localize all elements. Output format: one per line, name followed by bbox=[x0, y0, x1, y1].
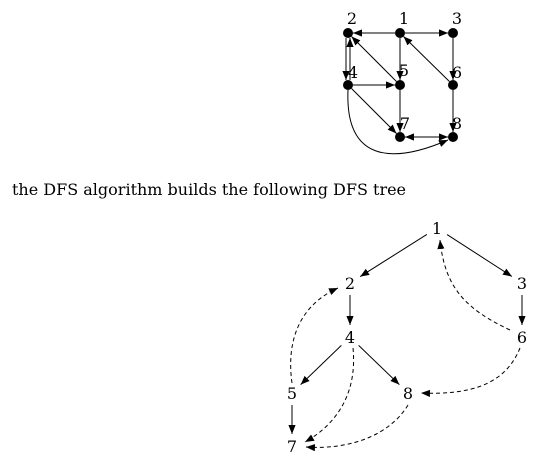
graph-node-label: 8 bbox=[452, 114, 462, 133]
back-edge-4-7 bbox=[304, 347, 355, 443]
graph-node-label: 7 bbox=[400, 114, 410, 133]
graph-node-label: 1 bbox=[399, 9, 409, 28]
tree-node-8: 8 bbox=[403, 384, 413, 403]
tree-edge-4-5 bbox=[300, 344, 342, 386]
graph-node-1: 1 bbox=[395, 9, 409, 38]
graph-node-dot bbox=[395, 132, 405, 142]
graph-node-label: 5 bbox=[399, 61, 409, 80]
graph-node-2: 2 bbox=[343, 9, 357, 38]
caption-text: the DFS algorithm builds the following D… bbox=[12, 180, 407, 199]
graph-edge-4-7 bbox=[351, 88, 397, 134]
directed-graph: 1 2 3 4 5 6 7 8 bbox=[342, 9, 462, 155]
graph-node-label: 3 bbox=[452, 9, 462, 28]
tree-edge-1-3 bbox=[446, 234, 513, 277]
tree-node-4: 4 bbox=[345, 328, 355, 347]
tree-node-7: 7 bbox=[287, 437, 297, 456]
tree-node-2: 2 bbox=[345, 274, 355, 293]
back-edge-6-1 bbox=[437, 239, 511, 331]
tree-edge-4-8 bbox=[358, 344, 400, 386]
graph-node-7: 7 bbox=[395, 114, 410, 142]
graph-node-3: 3 bbox=[448, 9, 462, 38]
graph-edge-4-8 bbox=[347, 89, 449, 155]
tree-edge-1-2 bbox=[359, 233, 428, 278]
graph-node-label: 2 bbox=[347, 9, 357, 28]
graph-node-dot bbox=[343, 80, 353, 90]
graph-node-dot bbox=[395, 28, 405, 38]
tree-node-6: 6 bbox=[517, 328, 527, 347]
graph-node-8: 8 bbox=[448, 114, 462, 142]
tree-node-5: 5 bbox=[287, 384, 297, 403]
graph-edge-5-2 bbox=[351, 36, 397, 82]
graph-edges bbox=[342, 29, 457, 155]
graph-node-6: 6 bbox=[448, 63, 462, 90]
graph-node-5: 5 bbox=[395, 61, 409, 90]
graph-node-dot bbox=[448, 80, 458, 90]
graph-node-dot bbox=[343, 28, 353, 38]
graph-node-4: 4 bbox=[343, 63, 358, 90]
dfs-tree: 1 2 3 4 5 6 7 8 bbox=[287, 219, 527, 456]
back-edge-5-2 bbox=[290, 287, 339, 384]
non-tree-edges bbox=[290, 239, 521, 452]
tree-edges bbox=[288, 233, 526, 434]
back-edge-8-7 bbox=[305, 404, 409, 452]
graph-node-dot bbox=[395, 80, 405, 90]
graph-node-dot bbox=[448, 28, 458, 38]
back-edge-6-8 bbox=[420, 347, 521, 397]
tree-node-1: 1 bbox=[432, 219, 442, 238]
graph-node-dot bbox=[448, 132, 458, 142]
graph-node-label: 6 bbox=[452, 63, 462, 82]
tree-node-3: 3 bbox=[517, 274, 527, 293]
graph-edge-6-1 bbox=[403, 36, 450, 82]
graph-node-label: 4 bbox=[348, 63, 358, 82]
